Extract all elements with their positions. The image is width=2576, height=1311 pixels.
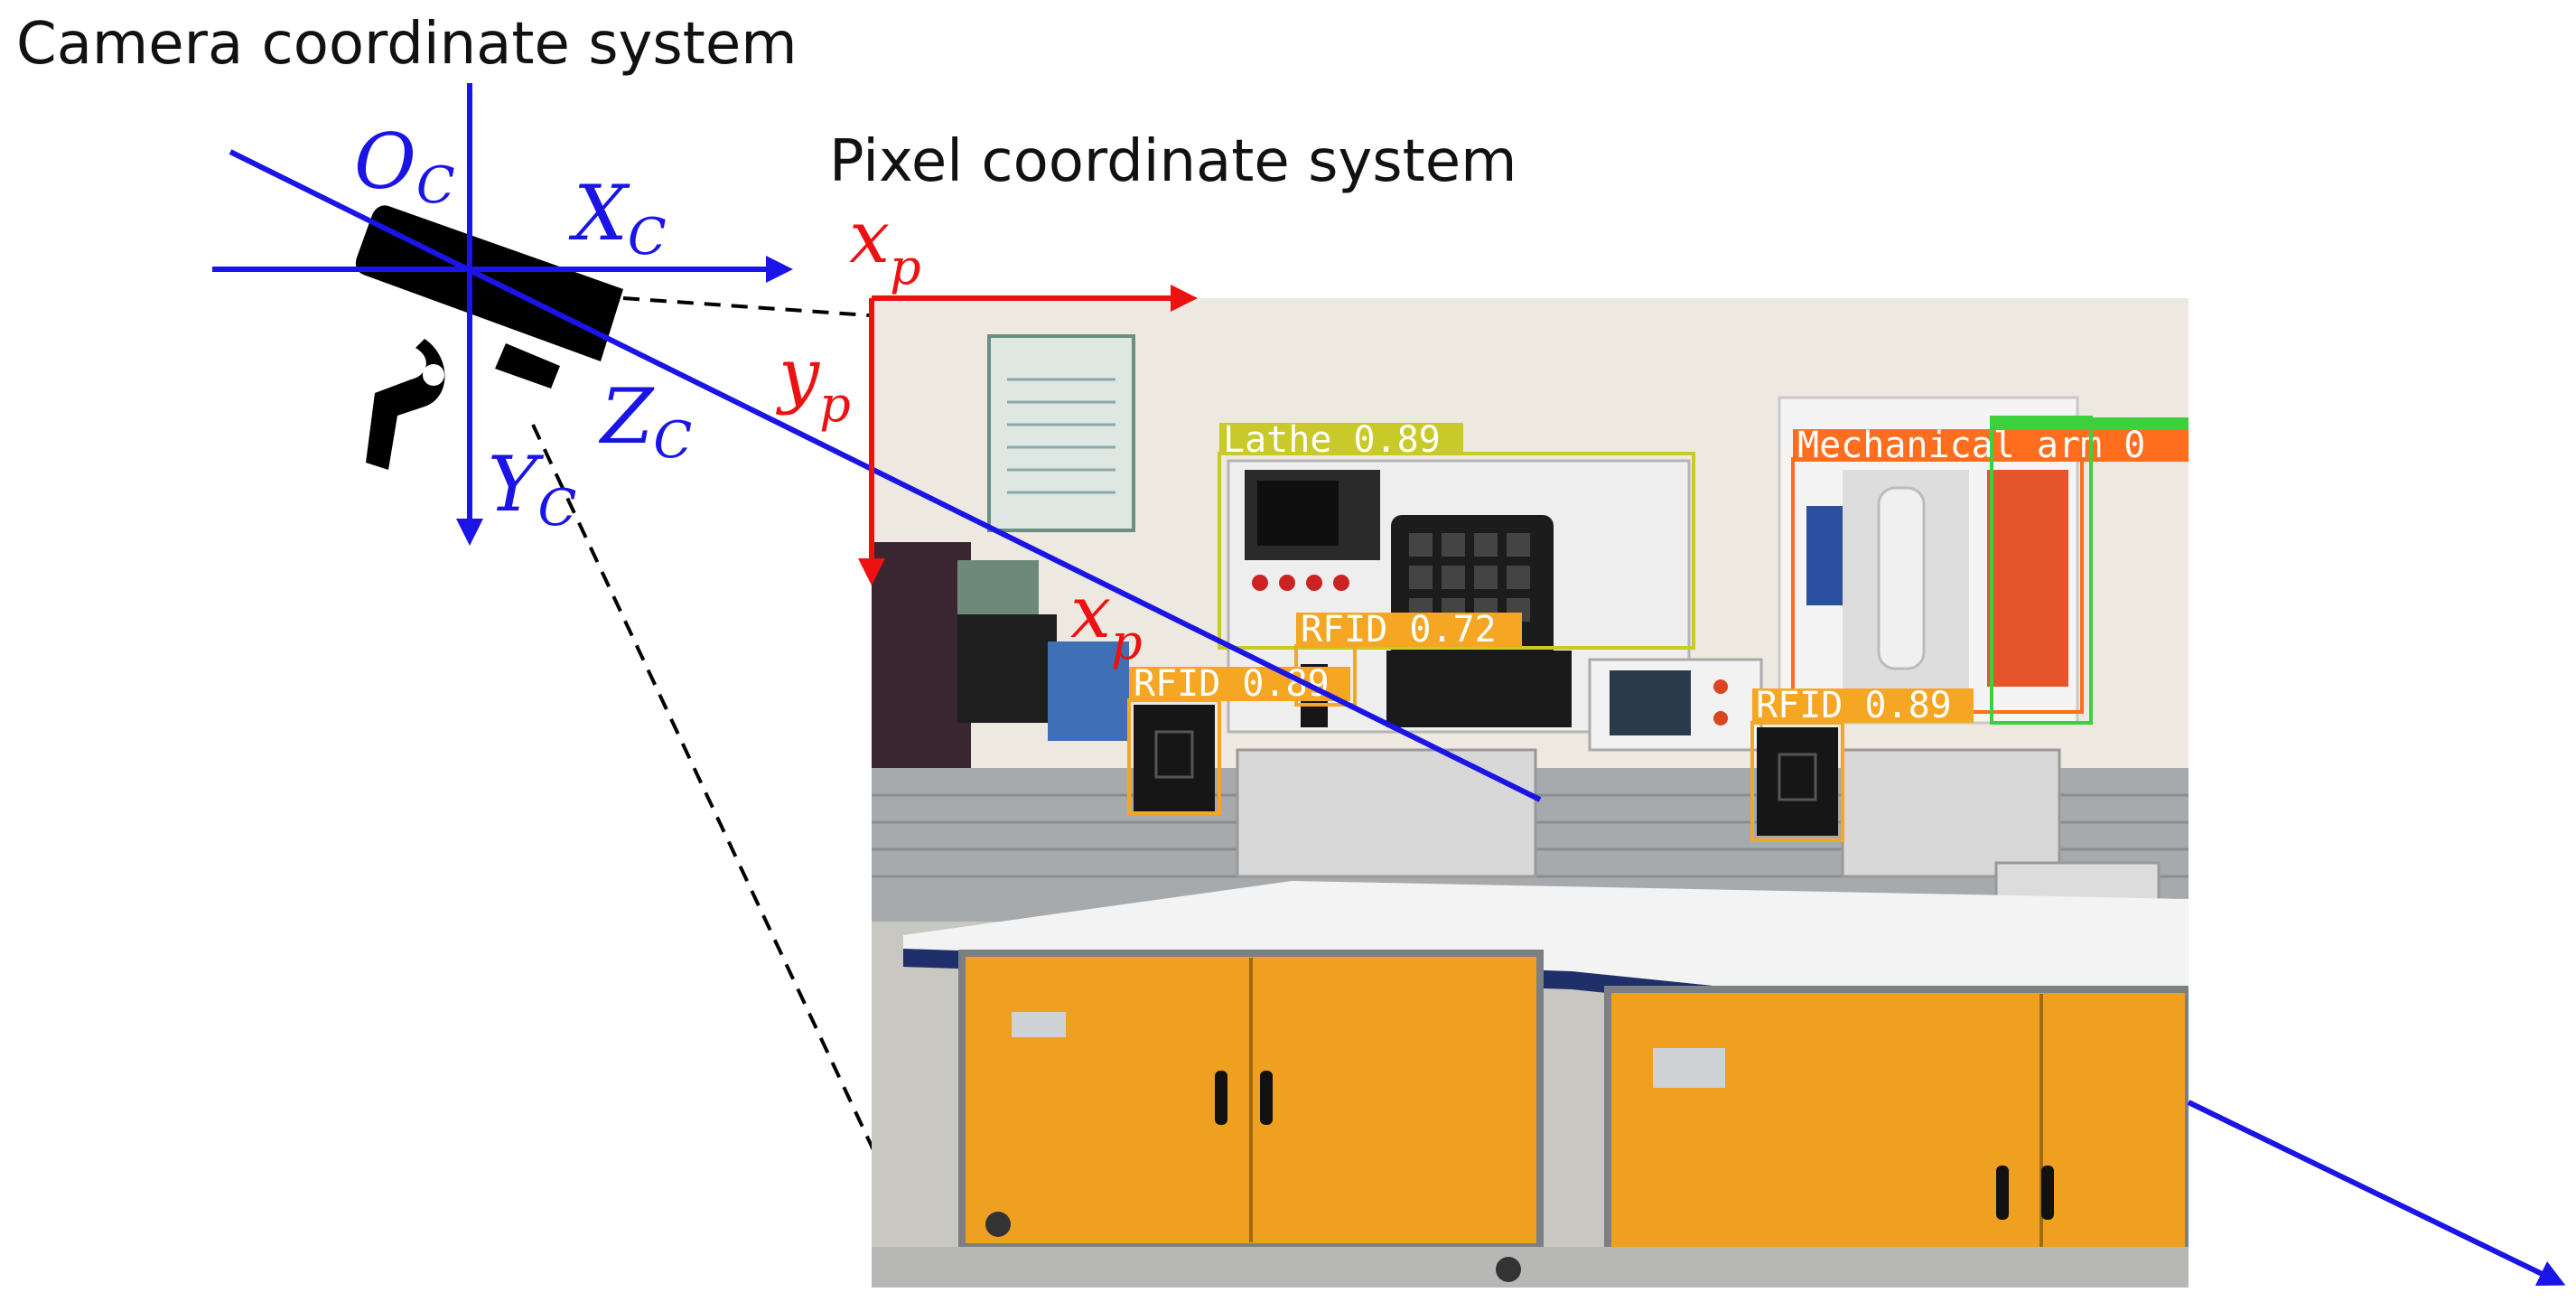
rfid-center-label-bg bbox=[1296, 613, 1522, 647]
lathe-label: Lathe 0.89 bbox=[1223, 419, 1441, 461]
pixel-x-label: xp bbox=[849, 195, 921, 295]
detection-rfid-left: RFID 0.89 bbox=[1127, 663, 1350, 815]
workshop-photo bbox=[872, 298, 2189, 1288]
detection-rfid-right: RFID 0.89 bbox=[1750, 685, 1974, 842]
rfid-left-label: RFID 0.89 bbox=[1134, 663, 1330, 705]
green-label-bg bbox=[1992, 417, 2189, 430]
lathe-label-bg bbox=[1219, 423, 1463, 455]
detection-rfid-center: RFID 0.72 bbox=[1294, 609, 1522, 707]
camera-system-title: Camera coordinate system bbox=[16, 11, 798, 78]
camera-z-axis-exit bbox=[2187, 1100, 2566, 1287]
rfid-left-label-bg bbox=[1129, 667, 1350, 701]
camera-z-label: ZC bbox=[598, 372, 692, 470]
camera-z-axis bbox=[229, 149, 1542, 802]
pixel-point-label: xp bbox=[1070, 570, 1143, 670]
rfid-right-label-bg bbox=[1752, 688, 1974, 723]
frustum-line-top bbox=[622, 296, 1853, 386]
detection-green-box bbox=[1990, 416, 2189, 725]
camera-x-label: XC bbox=[568, 169, 667, 267]
rfid-right-label: RFID 0.89 bbox=[1756, 685, 1952, 726]
frustum-line-bottom bbox=[531, 424, 876, 1153]
camera-origin-label: OC bbox=[354, 117, 455, 215]
rfid-center-label: RFID 0.72 bbox=[1301, 609, 1497, 651]
detection-lathe: Lathe 0.89 bbox=[1218, 419, 1695, 650]
pixel-system-title: Pixel coordinate system bbox=[829, 128, 1517, 195]
mechanical-arm-label: Mechanical arm 0 bbox=[1797, 425, 2145, 466]
camera-y-label: YC bbox=[488, 440, 576, 538]
pixel-y-label: yp bbox=[776, 332, 851, 433]
